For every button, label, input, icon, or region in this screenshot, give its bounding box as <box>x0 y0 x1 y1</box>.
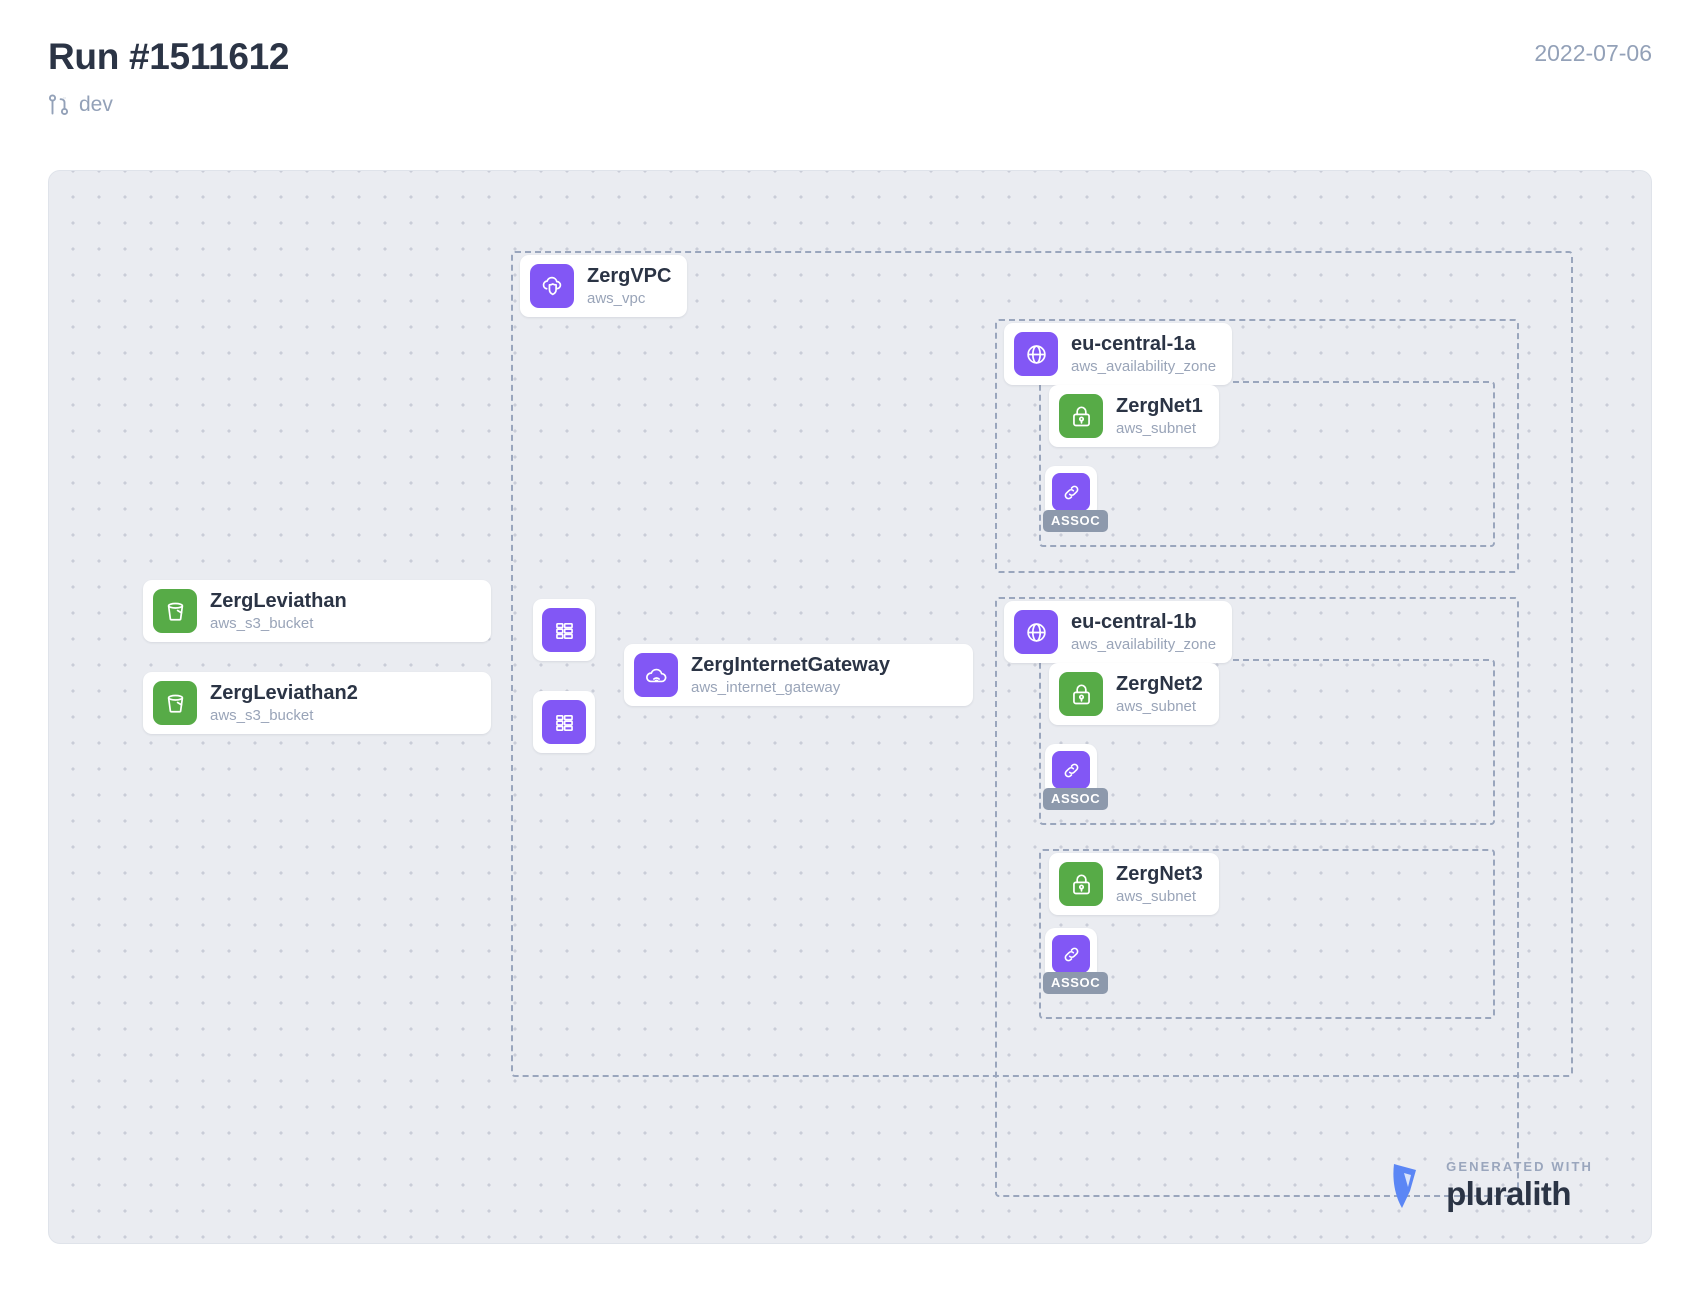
assoc-badge: ASSOC <box>1043 788 1109 810</box>
node-text: ZergNet2 aws_subnet <box>1116 673 1203 716</box>
node-assoc-3[interactable]: ASSOC <box>1043 928 1109 994</box>
node-title: ZergNet1 <box>1116 394 1203 417</box>
subnet-zergnet1-group <box>1039 381 1495 547</box>
node-title: ZergNet2 <box>1116 672 1203 695</box>
git-branch-icon <box>48 93 70 117</box>
cloud-vpc-icon <box>530 264 574 308</box>
node-eu-central-1a[interactable]: eu-central-1a aws_availability_zone <box>1004 323 1233 385</box>
link-icon <box>1052 473 1090 511</box>
node-zergleviathan[interactable]: ZergLeviathan aws_s3_bucket <box>143 580 491 642</box>
node-text: ZergVPC aws_vpc <box>587 265 671 308</box>
node-type: aws_availability_zone <box>1071 635 1217 653</box>
branch-indicator: dev <box>48 93 113 117</box>
page-title: Run #1511612 <box>48 36 290 77</box>
globe-icon <box>1014 610 1058 654</box>
node-text: ZergNet3 aws_subnet <box>1116 863 1203 906</box>
node-title: eu-central-1a <box>1071 332 1196 355</box>
node-zergnet3[interactable]: ZergNet3 aws_subnet <box>1049 853 1219 915</box>
lock-icon <box>1059 394 1103 438</box>
node-zergnet1[interactable]: ZergNet1 aws_subnet <box>1049 385 1219 447</box>
assoc-badge: ASSOC <box>1043 510 1109 532</box>
node-text: ZergLeviathan aws_s3_bucket <box>210 590 347 633</box>
node-title: ZergLeviathan <box>210 589 347 612</box>
subnet-zergnet3-group <box>1039 849 1495 1019</box>
node-text: ZergLeviathan2 aws_s3_bucket <box>210 682 358 725</box>
node-text: ZergNet1 aws_subnet <box>1116 395 1203 438</box>
node-type: aws_availability_zone <box>1071 357 1217 375</box>
node-text: eu-central-1a aws_availability_zone <box>1071 333 1216 376</box>
route-table-icon <box>542 608 586 652</box>
availability-zone-a-group <box>995 319 1519 573</box>
node-assoc-2[interactable]: ASSOC <box>1043 744 1109 810</box>
node-title: ZergVPC <box>587 264 672 287</box>
node-type: aws_subnet <box>1116 419 1197 437</box>
node-title: ZergLeviathan2 <box>210 681 358 704</box>
node-type: aws_internet_gateway <box>691 678 841 696</box>
pluralith-branding: GENERATED WITH pluralith <box>1390 1159 1593 1213</box>
run-date: 2022-07-06 <box>1534 40 1652 66</box>
page-header: Run #1511612 dev 2022-07-06 <box>0 0 1700 160</box>
assoc-badge: ASSOC <box>1043 972 1109 994</box>
node-text: eu-central-1b aws_availability_zone <box>1071 611 1216 654</box>
assoc-card <box>1045 466 1097 518</box>
lock-icon <box>1059 672 1103 716</box>
node-type: aws_subnet <box>1116 887 1197 905</box>
node-zerginternetgateway[interactable]: ZergInternetGateway aws_internet_gateway <box>624 644 973 706</box>
brand-name: pluralith <box>1446 1175 1571 1212</box>
node-type: aws_vpc <box>587 289 646 307</box>
pluralith-logo-icon <box>1390 1160 1432 1212</box>
brand-kicker: GENERATED WITH <box>1446 1159 1593 1174</box>
node-eu-central-1b[interactable]: eu-central-1b aws_availability_zone <box>1004 601 1233 663</box>
node-text: ZergInternetGateway aws_internet_gateway <box>691 654 890 697</box>
bucket-icon <box>153 681 197 725</box>
link-icon <box>1052 935 1090 973</box>
assoc-card <box>1045 744 1097 796</box>
node-type: aws_s3_bucket <box>210 706 314 724</box>
branch-label: dev <box>79 93 113 116</box>
bucket-icon <box>153 589 197 633</box>
assoc-card <box>1045 928 1097 980</box>
node-type: aws_s3_bucket <box>210 614 314 632</box>
node-route-table-2[interactable] <box>533 691 595 753</box>
route-table-icon <box>542 700 586 744</box>
lock-icon <box>1059 862 1103 906</box>
brand-text: GENERATED WITH pluralith <box>1446 1159 1593 1213</box>
node-title: ZergInternetGateway <box>691 653 890 676</box>
node-route-table-1[interactable] <box>533 599 595 661</box>
vpc-group <box>511 251 1573 1077</box>
diagram-canvas[interactable]: ZergVPC aws_vpc eu-central-1a aws_availa… <box>48 170 1652 1244</box>
node-zergleviathan2[interactable]: ZergLeviathan2 aws_s3_bucket <box>143 672 491 734</box>
link-icon <box>1052 751 1090 789</box>
internet-gateway-icon <box>634 653 678 697</box>
node-type: aws_subnet <box>1116 697 1197 715</box>
node-assoc-1[interactable]: ASSOC <box>1043 466 1109 532</box>
node-zergvpc[interactable]: ZergVPC aws_vpc <box>520 255 688 317</box>
node-zergnet2[interactable]: ZergNet2 aws_subnet <box>1049 663 1219 725</box>
node-title: eu-central-1b <box>1071 610 1197 633</box>
globe-icon <box>1014 332 1058 376</box>
availability-zone-b-group <box>995 597 1519 1197</box>
node-title: ZergNet3 <box>1116 862 1203 885</box>
subnet-zergnet2-group <box>1039 659 1495 825</box>
